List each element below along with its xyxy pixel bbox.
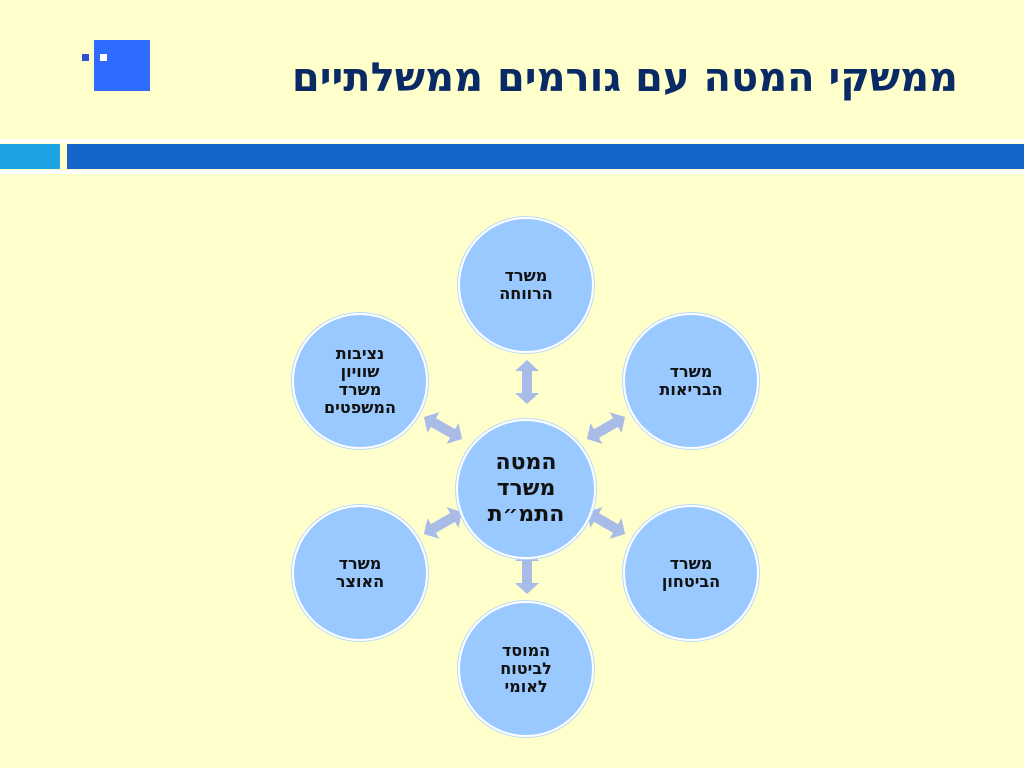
header-divider-top xyxy=(0,139,1024,143)
node-treasury: משרד האוצר xyxy=(292,505,428,641)
slide-title: ממשקי המטה עם גורמים ממשלתיים xyxy=(291,55,958,101)
logo-dot xyxy=(82,54,89,61)
arrow-welfare xyxy=(515,360,539,404)
arrow-equality xyxy=(423,412,463,444)
arrow-national-insurance xyxy=(515,550,539,594)
logo-inner-square xyxy=(100,54,107,61)
arrow-health xyxy=(586,412,626,444)
header-divider-bottom xyxy=(0,170,1024,174)
node-health: משרד הבריאות xyxy=(623,313,759,449)
arrow-defense xyxy=(586,507,626,539)
node-equality-commission: נציבות שוויון משרד המשפטים xyxy=(292,313,428,449)
center-node-hq: המטה משרד התמ״ת xyxy=(456,419,596,559)
header-band-accent xyxy=(0,144,60,169)
node-national-insurance: המוסד לביטוח לאומי xyxy=(458,601,594,737)
arrow-treasury xyxy=(423,507,463,539)
node-defense: משרד הביטחון xyxy=(623,505,759,641)
node-welfare: משרד הרווחה xyxy=(458,217,594,353)
header-band xyxy=(67,144,1024,169)
logo-square xyxy=(94,40,150,91)
